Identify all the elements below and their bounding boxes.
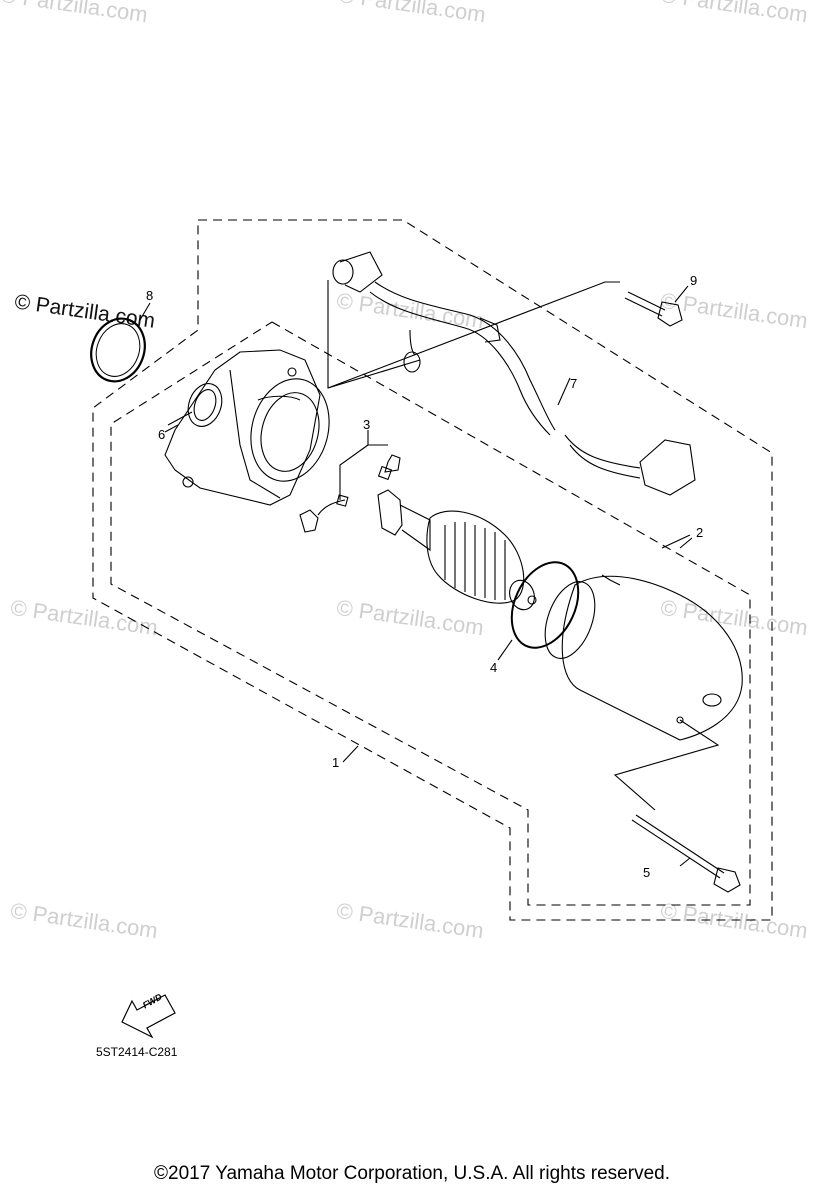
callout-3: 3 <box>363 417 371 432</box>
o-ring-8 <box>90 317 146 383</box>
fwd-arrow-icon <box>121 994 176 1039</box>
callout-1: 1 <box>332 755 340 770</box>
front-cover-6 <box>164 349 330 506</box>
through-bolt-5 <box>631 814 741 893</box>
callout-7: 7 <box>570 376 578 391</box>
callout-8: 8 <box>146 288 154 303</box>
diagram-code: 5ST2414-C281 <box>96 1045 178 1059</box>
brush-set-3 <box>299 430 401 533</box>
assembly-boundary-outer <box>92 219 773 921</box>
motor-yoke-2 <box>544 534 743 741</box>
copyright-notice: ©2017 Yamaha Motor Corporation, U.S.A. A… <box>154 1163 670 1184</box>
callout-2: 2 <box>696 525 704 540</box>
callout-4: 4 <box>490 660 498 675</box>
callout-9: 9 <box>690 273 698 288</box>
o-ring-4 <box>510 561 580 649</box>
callout-5: 5 <box>643 865 651 880</box>
assembly-boundary-inner <box>110 321 751 906</box>
callout-6: 6 <box>158 427 166 442</box>
wire-lead-7 <box>332 251 696 496</box>
bolt-9 <box>624 285 689 327</box>
armature <box>377 489 537 611</box>
